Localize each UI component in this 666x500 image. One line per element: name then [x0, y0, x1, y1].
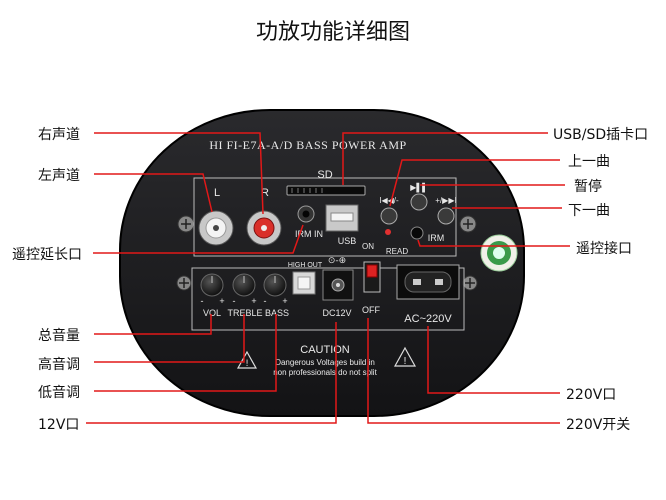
label-minus: -: [264, 296, 267, 306]
label-high-out: HIGH OUT: [288, 262, 323, 269]
label-plus: +: [219, 296, 224, 306]
leader-right-channel: [94, 132, 264, 215]
label-minus: -: [201, 296, 204, 306]
leader-prev: [389, 159, 560, 207]
label-vol: VOL: [203, 308, 221, 318]
leader-ir-extension: [93, 224, 304, 254]
mount-screw: [459, 215, 477, 233]
label-irm-in: IRM IN: [295, 229, 323, 239]
callout-bass: 低音调: [38, 385, 80, 401]
label-play-symbol: ▶▌▌: [410, 182, 428, 193]
prev-button: [380, 207, 398, 225]
callout-dc12: 12V口: [38, 417, 80, 433]
power-switch: [363, 261, 381, 293]
label-next-symbol: +/▶▶I: [435, 196, 456, 205]
usb-port: [325, 204, 359, 232]
label-treble: TREBLE: [227, 308, 262, 318]
leader-dc12: [86, 322, 337, 424]
sd-card-slot: [286, 185, 366, 196]
label-prev-symbol: I◀◀/-: [379, 196, 399, 205]
callout-usb-sd: USB/SD插卡口: [553, 127, 649, 143]
label-minus: -: [233, 296, 236, 306]
callout-ir-port: 遥控接口: [576, 241, 632, 257]
leader-switch: [367, 318, 560, 424]
next-button: [437, 207, 455, 225]
label-bass: BASS: [265, 308, 289, 318]
label-plus: +: [251, 296, 256, 306]
model-label: HI FI-E7A-A/D BASS POWER AMP: [209, 138, 406, 152]
callout-next: 下一曲: [568, 203, 610, 219]
svg-text:!: !: [403, 356, 407, 367]
page-title: 功放功能详细图: [255, 20, 410, 45]
label-usb: USB: [338, 236, 357, 246]
caution-line-2: non professionals do not split: [273, 368, 377, 377]
dc-12v-jack: [322, 269, 354, 301]
mount-screw: [176, 275, 192, 291]
read-led: [385, 229, 391, 235]
callout-ac220: 220V口: [566, 387, 617, 403]
label-sd: SD: [317, 169, 332, 181]
high-out-connector: [292, 271, 316, 295]
leader-usb-sd: [342, 132, 548, 185]
label-irm: IRM: [428, 233, 445, 243]
leader-left-channel: [94, 173, 213, 213]
callout-treble: 高音调: [38, 357, 80, 373]
amp-panel: [119, 109, 525, 417]
label-l: L: [214, 187, 220, 199]
upper-group-box: [193, 177, 457, 257]
pause-button: [410, 193, 428, 211]
callout-left-channel: 左声道: [38, 168, 80, 184]
label-off: OFF: [362, 305, 380, 315]
callout-volume: 总音量: [38, 328, 80, 344]
label-plus: +: [282, 296, 287, 306]
certification-sticker: [480, 234, 518, 272]
rca-left-jack: [198, 210, 234, 246]
label-ac220: AC~220V: [404, 313, 452, 325]
mount-screw: [462, 275, 478, 291]
caution-heading: CAUTION: [300, 344, 350, 356]
lower-group-box: [191, 267, 465, 331]
leader-lines: [86, 132, 570, 424]
caution-line-1: Dangerous Voltages build in: [275, 358, 375, 367]
treble-knob: [232, 273, 256, 297]
label-read: READ: [386, 247, 408, 256]
callout-switch: 220V开关: [566, 417, 631, 433]
label-dc12v: DC12V: [322, 308, 351, 318]
leader-volume: [94, 314, 212, 335]
ac-220v-socket: [396, 264, 460, 300]
label-r: R: [261, 187, 269, 199]
label-on: ON: [362, 242, 374, 251]
callout-pause: 暂停: [574, 179, 602, 195]
callout-prev: 上一曲: [568, 154, 610, 170]
mount-screw: [177, 215, 195, 233]
svg-text:!: !: [245, 359, 249, 369]
volume-knob: [200, 273, 224, 297]
rca-right-jack: [246, 210, 282, 246]
callout-ir-extension: 遥控延长口: [12, 247, 82, 263]
dc-polarity-icon: ⊙-⊕: [328, 256, 346, 266]
leader-treble: [94, 314, 245, 363]
warning-icon: !: [393, 346, 417, 367]
irm-in-jack: [297, 205, 315, 223]
leader-bass: [94, 314, 277, 392]
callout-right-channel: 右声道: [38, 127, 80, 143]
leader-ac220: [427, 326, 560, 394]
bass-knob: [263, 273, 287, 297]
leader-ir-port: [417, 239, 570, 247]
warning-icon: !: [236, 350, 258, 369]
ir-receiver: [410, 226, 424, 240]
